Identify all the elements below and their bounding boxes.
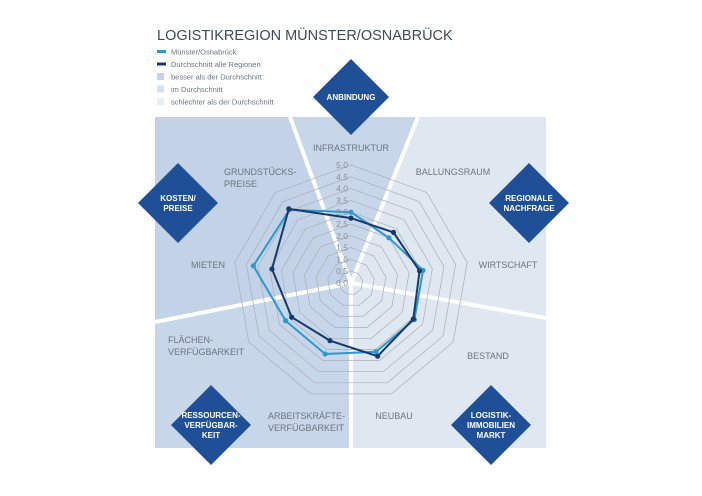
grid-ring bbox=[246, 176, 456, 384]
legend-label: Durchschnitt alle Regionen bbox=[171, 60, 261, 69]
chart-title: LOGISTIKREGION MÜNSTER/OSNABRÜCK bbox=[157, 26, 453, 44]
axis-label: ARBEITSKRÄFTE- bbox=[268, 411, 345, 421]
tick-label: 1,0 bbox=[336, 254, 348, 264]
legend-label: schlechter als der Durchschnitt bbox=[171, 98, 274, 107]
category-label: LOGISTIK- bbox=[471, 411, 512, 420]
grid-ring bbox=[292, 223, 410, 339]
legend-label: Münster/Osnabrück bbox=[171, 48, 237, 57]
data-point bbox=[348, 209, 354, 215]
data-point bbox=[373, 349, 379, 355]
category-diamond bbox=[451, 385, 531, 465]
axis-label: FLÄCHEN- bbox=[168, 335, 213, 345]
category-label: KOSTEN/ bbox=[160, 194, 196, 203]
data-series bbox=[250, 206, 426, 359]
category-diamond bbox=[138, 163, 218, 243]
tick-label: 0,5 bbox=[336, 266, 348, 276]
tick-label: 3,5 bbox=[336, 195, 348, 205]
axis-labels: INFRASTRUKTUR BALLUNGSRAUM WIRTSCHAFT BESTA… bbox=[168, 143, 538, 433]
legend-swatch-box bbox=[157, 98, 164, 105]
axis-label: INFRASTRUKTUR bbox=[313, 143, 389, 153]
data-point bbox=[348, 215, 354, 221]
category-label: KEIT bbox=[202, 431, 220, 440]
series-line bbox=[252, 208, 425, 355]
axis-label: MIETEN bbox=[191, 260, 225, 270]
grid-ring bbox=[280, 211, 422, 350]
grid-ring bbox=[315, 247, 387, 317]
data-point bbox=[390, 229, 397, 235]
tick-label: 1,5 bbox=[336, 243, 348, 253]
data-point bbox=[416, 268, 423, 274]
region-anbindung bbox=[290, 117, 418, 283]
category-label: RESSOURCEN- bbox=[181, 411, 240, 420]
legend-swatch-box bbox=[157, 73, 164, 80]
data-point bbox=[282, 318, 289, 324]
data-point bbox=[269, 266, 275, 272]
grid-ring bbox=[339, 270, 363, 295]
axis-label: WIRTSCHAFT bbox=[479, 260, 538, 270]
category-diamond bbox=[313, 59, 389, 135]
radial-tick-labels: 0,00,51,01,52,02,53,03,54,04,55,0 bbox=[336, 160, 348, 288]
grid-ring bbox=[327, 259, 375, 306]
axis-label: PREISE bbox=[224, 179, 257, 189]
axis-label: VERFÜGBARKEIT bbox=[268, 423, 345, 433]
data-point bbox=[410, 316, 416, 322]
grid-ring bbox=[269, 200, 433, 361]
category-label: PREISE bbox=[163, 204, 193, 213]
legend-label: besser als der Durchschnitt bbox=[171, 73, 263, 82]
legend-swatch-line bbox=[157, 50, 166, 53]
region-kosten-preise bbox=[155, 117, 351, 322]
tick-label: 2,5 bbox=[336, 219, 348, 229]
data-point bbox=[250, 263, 256, 269]
data-point bbox=[375, 353, 381, 359]
grid-ring bbox=[234, 164, 468, 395]
grid-ring bbox=[257, 188, 445, 373]
axis-label: BALLUNGSRAUM bbox=[416, 167, 491, 177]
axis-label: GRUNDSTÜCKS- bbox=[224, 167, 297, 177]
tick-label: 5,0 bbox=[336, 160, 348, 170]
category-label: VERFÜGBAR- bbox=[184, 421, 238, 430]
tick-label: 0,0 bbox=[336, 278, 348, 288]
radar-grid bbox=[234, 164, 468, 395]
legend-swatch-box bbox=[157, 85, 164, 93]
tick-label: 4,5 bbox=[336, 172, 348, 182]
series-line bbox=[270, 207, 421, 358]
category-label: IMMOBILIEN bbox=[467, 421, 515, 430]
data-point bbox=[327, 338, 333, 344]
category-diamonds: ANBINDUNG KOSTEN/PREISE REGIONALENACHFRAGE… bbox=[138, 59, 569, 465]
tick-label: 2,0 bbox=[336, 231, 348, 241]
region-divider bbox=[349, 116, 420, 284]
axis-label: BESTAND bbox=[467, 351, 509, 361]
data-point bbox=[322, 351, 328, 357]
category-label: ANBINDUNG bbox=[327, 93, 376, 102]
legend-label: im Durchschnitt bbox=[171, 85, 224, 94]
axis-label: VERFÜGBARKEIT bbox=[168, 347, 245, 357]
tick-label: 4,0 bbox=[336, 184, 348, 194]
data-point bbox=[289, 314, 295, 320]
axis-label: NEUBAU bbox=[375, 411, 413, 421]
category-label: REGIONALE bbox=[505, 194, 553, 203]
grid-ring bbox=[304, 235, 398, 328]
category-diamond bbox=[171, 385, 251, 465]
data-point bbox=[386, 235, 392, 241]
data-point bbox=[286, 206, 292, 212]
category-label: MARKT bbox=[477, 431, 506, 440]
legend-swatch-line bbox=[157, 62, 166, 66]
category-label: NACHFRAGE bbox=[503, 204, 555, 213]
category-diamond bbox=[489, 163, 569, 243]
